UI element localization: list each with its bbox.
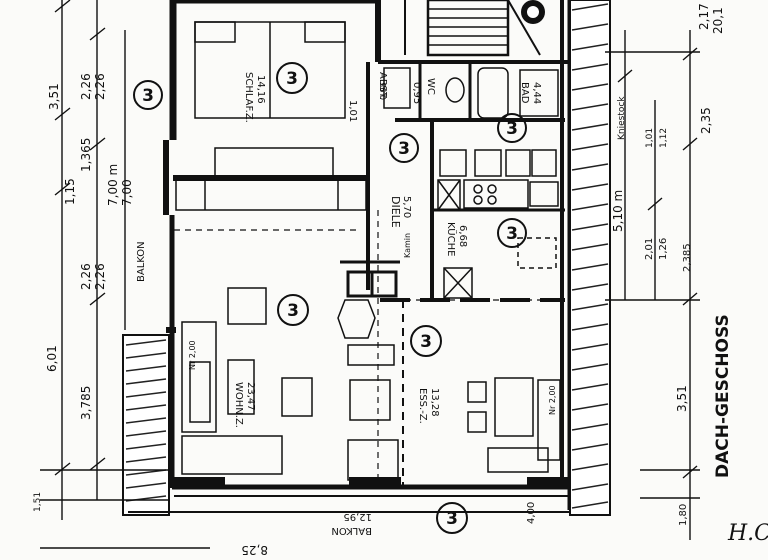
dim-left-11: 3,785 — [79, 386, 93, 420]
balcony-bottom-label: BALKON — [331, 525, 372, 536]
dining-area: 13,28 — [429, 388, 440, 417]
door-label-living: Nr 2,00 — [188, 340, 197, 370]
dim-right-8: 1,26 — [658, 238, 669, 260]
dining-furniture — [467, 377, 561, 473]
living-area: 23,47 — [245, 382, 256, 411]
room-marker-label: 3 — [506, 224, 518, 244]
bath-area: 4,44 — [531, 82, 542, 104]
signature: H.C — [727, 521, 768, 546]
dim-left-13: 8,25 — [241, 543, 268, 557]
kamin-label: Kamin — [403, 233, 412, 258]
kitchen-fixtures — [437, 149, 559, 299]
dim-right-1: 2,17 — [697, 3, 711, 30]
hall-label: DIELE — [389, 196, 402, 228]
dim-left-12: 1,51 — [33, 492, 43, 512]
dim-right-6: 5,10 m — [611, 190, 625, 232]
room-marker-label: 3 — [287, 301, 299, 321]
dim-right-7: 2,01 — [644, 238, 655, 260]
dim-left-6: 7,00 m — [106, 164, 120, 206]
roof-hatching-left — [122, 334, 170, 516]
kitchen-area: 6,68 — [457, 225, 468, 247]
dim-right-2: 20,1 — [711, 7, 725, 34]
room-marker-label: 3 — [420, 332, 432, 352]
room-marker-label: 3 — [398, 139, 410, 159]
dim-right-10: 3,51 — [675, 385, 689, 412]
dim-left-2: 2,26 — [79, 73, 93, 100]
dim-right-11: 1,80 — [678, 504, 689, 526]
room-marker-label: 3 — [286, 69, 298, 89]
dim-right-5: 1,12 — [659, 128, 669, 148]
balcony-left-label: BALKON — [136, 241, 147, 282]
dim-right-3: 2,35 — [699, 107, 713, 134]
dim-left-5: 1,15 — [63, 178, 77, 205]
abst-area: 0,95 — [411, 82, 422, 104]
dim-left-1: 3,51 — [47, 83, 61, 110]
dining-label: ESS.-Z. — [417, 388, 428, 424]
door-label-dining: Nr 2,00 — [548, 385, 557, 415]
bedroom-area: 14,16 — [255, 75, 266, 104]
hoehe-label: 0,95 — [379, 82, 388, 100]
dim-left-8: 2,26 — [79, 263, 93, 290]
roof-hatching-right — [569, 0, 611, 516]
roof-light-symbol — [521, 0, 545, 24]
room-marker-label: 3 — [506, 119, 518, 139]
kitchen-label: KÜCHE — [445, 222, 458, 256]
stairs — [404, 0, 541, 57]
room-marker-label: 3 — [446, 509, 458, 529]
dim-right-9: 2,385 — [682, 243, 693, 272]
balcony-bottom-area: 12,95 — [343, 511, 372, 522]
wc-label: WC — [425, 78, 436, 95]
hall-area: 5,70 — [401, 196, 412, 218]
abst-label: ABST. — [377, 72, 388, 100]
bedroom-furniture — [175, 21, 367, 211]
eaves-label: Kniestock — [617, 96, 627, 140]
dimension-chains-right — [605, 30, 700, 540]
bathroom-fixtures — [383, 67, 559, 119]
bedroom-label: SCHLAF.Z. — [243, 72, 254, 123]
dim-left-9: 2,26 — [93, 263, 107, 290]
wc-area: 1,01 — [347, 100, 358, 122]
dim-left-10: 6,01 — [45, 345, 59, 372]
interior-walls — [173, 60, 570, 487]
bath-label: BAD — [519, 82, 530, 104]
floor-title: DACH-GESCHOSS — [713, 314, 733, 478]
dim-left-4: 1,365 — [79, 138, 93, 172]
balcony-bottom — [173, 477, 570, 497]
dim-right-12: 4,00 — [526, 502, 537, 524]
dimension-chains-left — [40, 0, 210, 549]
dashed-roofline — [174, 210, 560, 487]
dim-right-4: 1,01 — [645, 128, 655, 148]
room-marker-label: 3 — [142, 86, 154, 106]
room-markers — [133, 62, 527, 534]
dim-left-3: 2,26 — [93, 73, 107, 100]
dim-left-7: 7,00 — [120, 179, 134, 206]
living-label: WOHN.Z. — [233, 382, 244, 428]
